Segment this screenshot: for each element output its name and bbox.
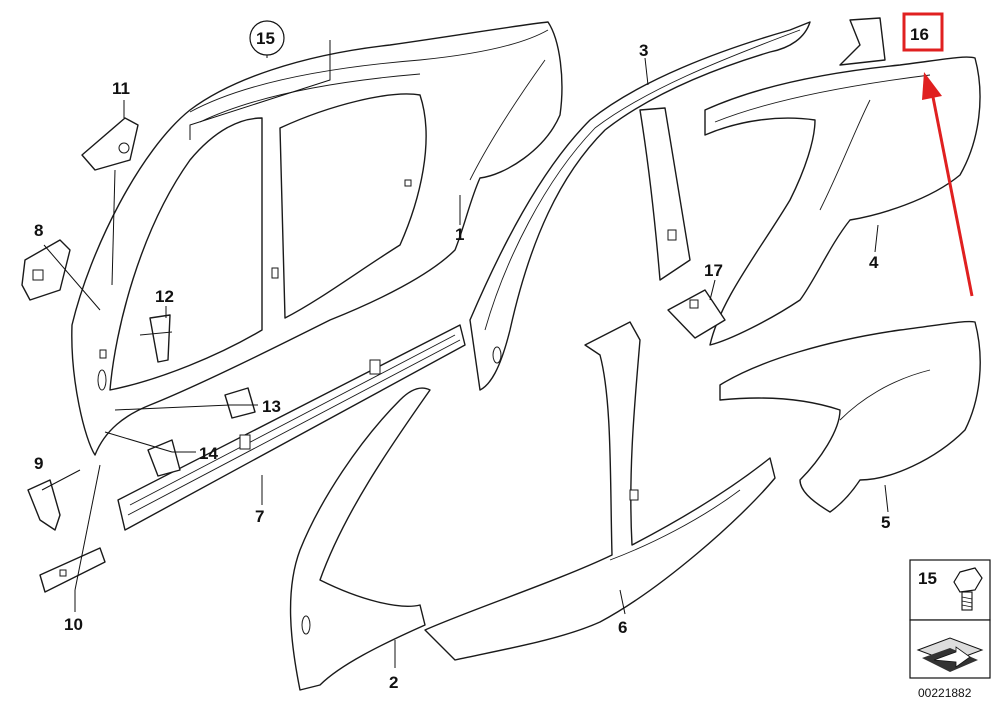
bracket-part-11	[81, 117, 139, 171]
inner-frame-part-3	[469, 21, 811, 391]
callout-11: 11	[112, 79, 130, 98]
highlight-callout-16: 16	[902, 12, 974, 297]
bracket-part-8	[21, 239, 71, 301]
bracket-part-17	[667, 289, 726, 339]
callout-4: 4	[869, 253, 879, 272]
callout-8: 8	[34, 221, 43, 240]
callout-10: 10	[64, 615, 83, 634]
callout-12: 12	[155, 287, 174, 306]
callout-14: 14	[199, 444, 218, 463]
bracket-part-13	[224, 387, 256, 419]
callout-6: 6	[618, 618, 627, 637]
arrow-symbol-icon	[916, 637, 984, 672]
bracket-part-16	[839, 17, 886, 66]
document-number: 00221882	[918, 686, 972, 700]
highlight-box	[902, 12, 944, 52]
callout-13: 13	[262, 397, 281, 416]
callout-16: 16	[910, 25, 929, 44]
callout-labels: 1 2 3 4 5 6 7 8 9 10 11 12 13 14 17 15	[34, 20, 890, 692]
highlight-arrow-head	[922, 72, 942, 100]
rear-quarter-part-4	[704, 56, 981, 346]
callout-7: 7	[255, 507, 264, 526]
bracket-part-14	[147, 439, 181, 477]
callout-1: 1	[455, 225, 464, 244]
pillar-sill-part-6	[424, 321, 776, 661]
rear-quarter-part-5	[719, 320, 981, 513]
callout-3: 3	[639, 41, 648, 60]
callout-15-circle	[249, 20, 285, 56]
inset-label-15: 15	[918, 569, 937, 588]
highlight-arrow-line	[930, 91, 974, 297]
sill-reinforcement-part-7	[117, 324, 466, 531]
fastener-inset: 15	[909, 559, 991, 679]
bracket-part-12	[139, 314, 173, 363]
callout-5: 5	[881, 513, 890, 532]
bolt-icon	[953, 567, 983, 611]
side-frame-part-1	[71, 21, 563, 456]
callout-15: 15	[256, 29, 275, 48]
callout-9: 9	[34, 454, 43, 473]
bracket-part-9	[27, 479, 61, 531]
front-pillar-part-2	[289, 387, 431, 691]
callout-2: 2	[389, 673, 398, 692]
callout-17: 17	[704, 261, 723, 280]
bracket-part-10	[39, 547, 106, 593]
